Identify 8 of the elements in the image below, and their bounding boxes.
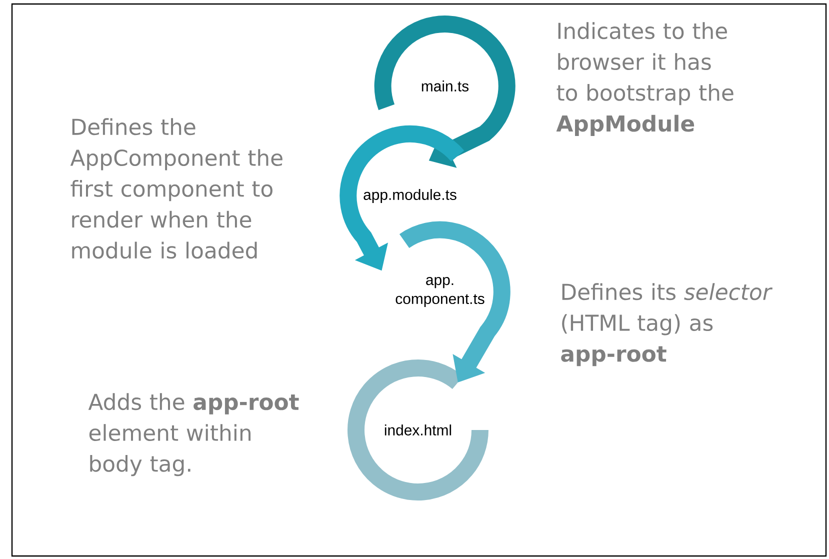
description-text: Adds the app-root element within body tag. <box>88 393 299 476</box>
description-text: Defines its selector (HTML tag) as app-root <box>561 283 773 366</box>
file-label: app.module.ts <box>364 189 456 203</box>
file-label: app. component.ts <box>396 276 484 308</box>
ring-drawing: index.html <box>348 360 488 500</box>
file-label: main.ts <box>422 80 469 92</box>
description-text: Defines the AppComponent the first component to render when the module is loaded <box>70 118 282 259</box>
description-text: Indicates to the browser it has to bootstrap the AppModule <box>556 22 734 136</box>
